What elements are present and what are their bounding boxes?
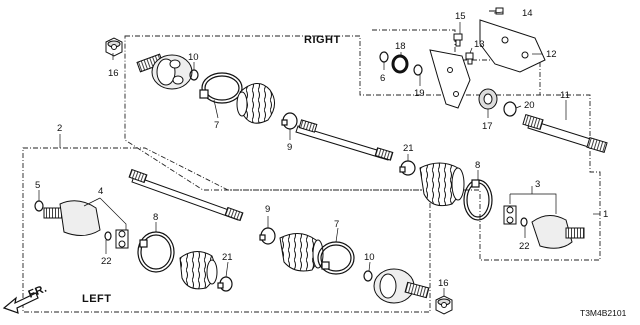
flange-bolt-14 xyxy=(489,7,504,15)
callout-13: 13 xyxy=(474,39,485,50)
outer-cv-joint-right xyxy=(136,53,193,90)
boot-band-right-inner-large xyxy=(463,179,493,221)
outer-cv-joint-left xyxy=(373,268,430,304)
boot-band-left-large xyxy=(317,241,355,275)
snap-ring-5 xyxy=(34,200,44,212)
intermediate-shaft xyxy=(522,113,608,154)
flange-bolt-15 xyxy=(453,33,463,47)
diagram-code: T3M4B2101 xyxy=(580,308,627,318)
callout-labels: 1 2 3 4 5 6 7 7 8 8 9 9 10 10 11 12 13 1… xyxy=(35,8,608,289)
callout-17: 17 xyxy=(482,121,493,132)
callout-16-bottom: 16 xyxy=(438,278,449,289)
inner-boot-left xyxy=(179,251,218,290)
outer-boot-left xyxy=(279,233,324,272)
callout-18: 18 xyxy=(395,41,406,52)
boot-band-right-inner-small xyxy=(399,160,416,176)
snap-ring-22-right xyxy=(520,217,528,227)
intermediate-bracket xyxy=(479,19,546,73)
outer-boot-right xyxy=(236,83,275,124)
tripod-joint-right xyxy=(503,205,517,225)
callout-7-left: 7 xyxy=(334,219,339,230)
left-halfshaft-bar xyxy=(128,168,244,222)
right-side-heading: RIGHT xyxy=(304,34,341,46)
flange-bolt-13 xyxy=(465,52,474,65)
bearing-bracket xyxy=(429,49,471,109)
boot-band-left-inner-large xyxy=(137,231,175,273)
callout-1: 1 xyxy=(603,209,608,220)
callout-20: 20 xyxy=(524,100,535,111)
callout-19: 19 xyxy=(414,88,425,99)
snap-ring-6 xyxy=(379,51,389,63)
callout-11: 11 xyxy=(560,90,570,101)
callout-21-right: 21 xyxy=(403,143,414,154)
flange-nut-left xyxy=(435,295,453,315)
callout-8-right: 8 xyxy=(475,160,480,171)
callout-21-left: 21 xyxy=(222,252,233,263)
flange-nut-right xyxy=(105,37,123,57)
front-arrow-icon xyxy=(2,292,39,314)
boot-band-left-inner-small xyxy=(217,276,233,292)
callout-22-left: 22 xyxy=(101,256,112,267)
inner-boot-right xyxy=(419,162,465,207)
callout-16-top: 16 xyxy=(108,68,119,79)
oil-seal-18 xyxy=(391,54,409,74)
right-halfshaft-bar xyxy=(295,119,394,161)
callout-8-left: 8 xyxy=(153,212,158,223)
callout-22-right: 22 xyxy=(519,241,530,252)
callout-9-right: 9 xyxy=(287,142,292,153)
callout-9-left: 9 xyxy=(265,204,270,215)
boot-band-right-small xyxy=(281,112,298,130)
tripod-joint-left xyxy=(115,229,129,249)
callout-12: 12 xyxy=(546,49,557,60)
callout-4: 4 xyxy=(98,186,103,197)
callout-15: 15 xyxy=(455,11,466,22)
snap-ring-22-left xyxy=(104,231,112,241)
snap-ring-left-outer xyxy=(363,270,373,282)
bearing-17 xyxy=(478,88,498,110)
front-arrow-label: FR. xyxy=(27,282,49,300)
callout-3: 3 xyxy=(535,179,540,190)
callout-2: 2 xyxy=(57,123,62,134)
boot-band-right-large xyxy=(199,72,243,104)
left-side-heading: LEFT xyxy=(82,293,112,305)
boot-band-left-small xyxy=(259,227,276,245)
callout-10-right: 10 xyxy=(188,52,199,63)
leader-lines xyxy=(38,11,600,296)
callout-14: 14 xyxy=(522,8,533,19)
callout-7-right: 7 xyxy=(214,120,219,131)
callout-10-left: 10 xyxy=(364,252,375,263)
callout-6: 6 xyxy=(380,73,385,84)
inner-cv-housing-right xyxy=(531,215,585,249)
inner-cv-housing-left xyxy=(43,200,101,236)
snap-ring-20 xyxy=(503,101,517,117)
callout-5: 5 xyxy=(35,180,40,191)
snap-ring-19 xyxy=(413,64,423,76)
right-assembly-frame xyxy=(124,35,601,261)
